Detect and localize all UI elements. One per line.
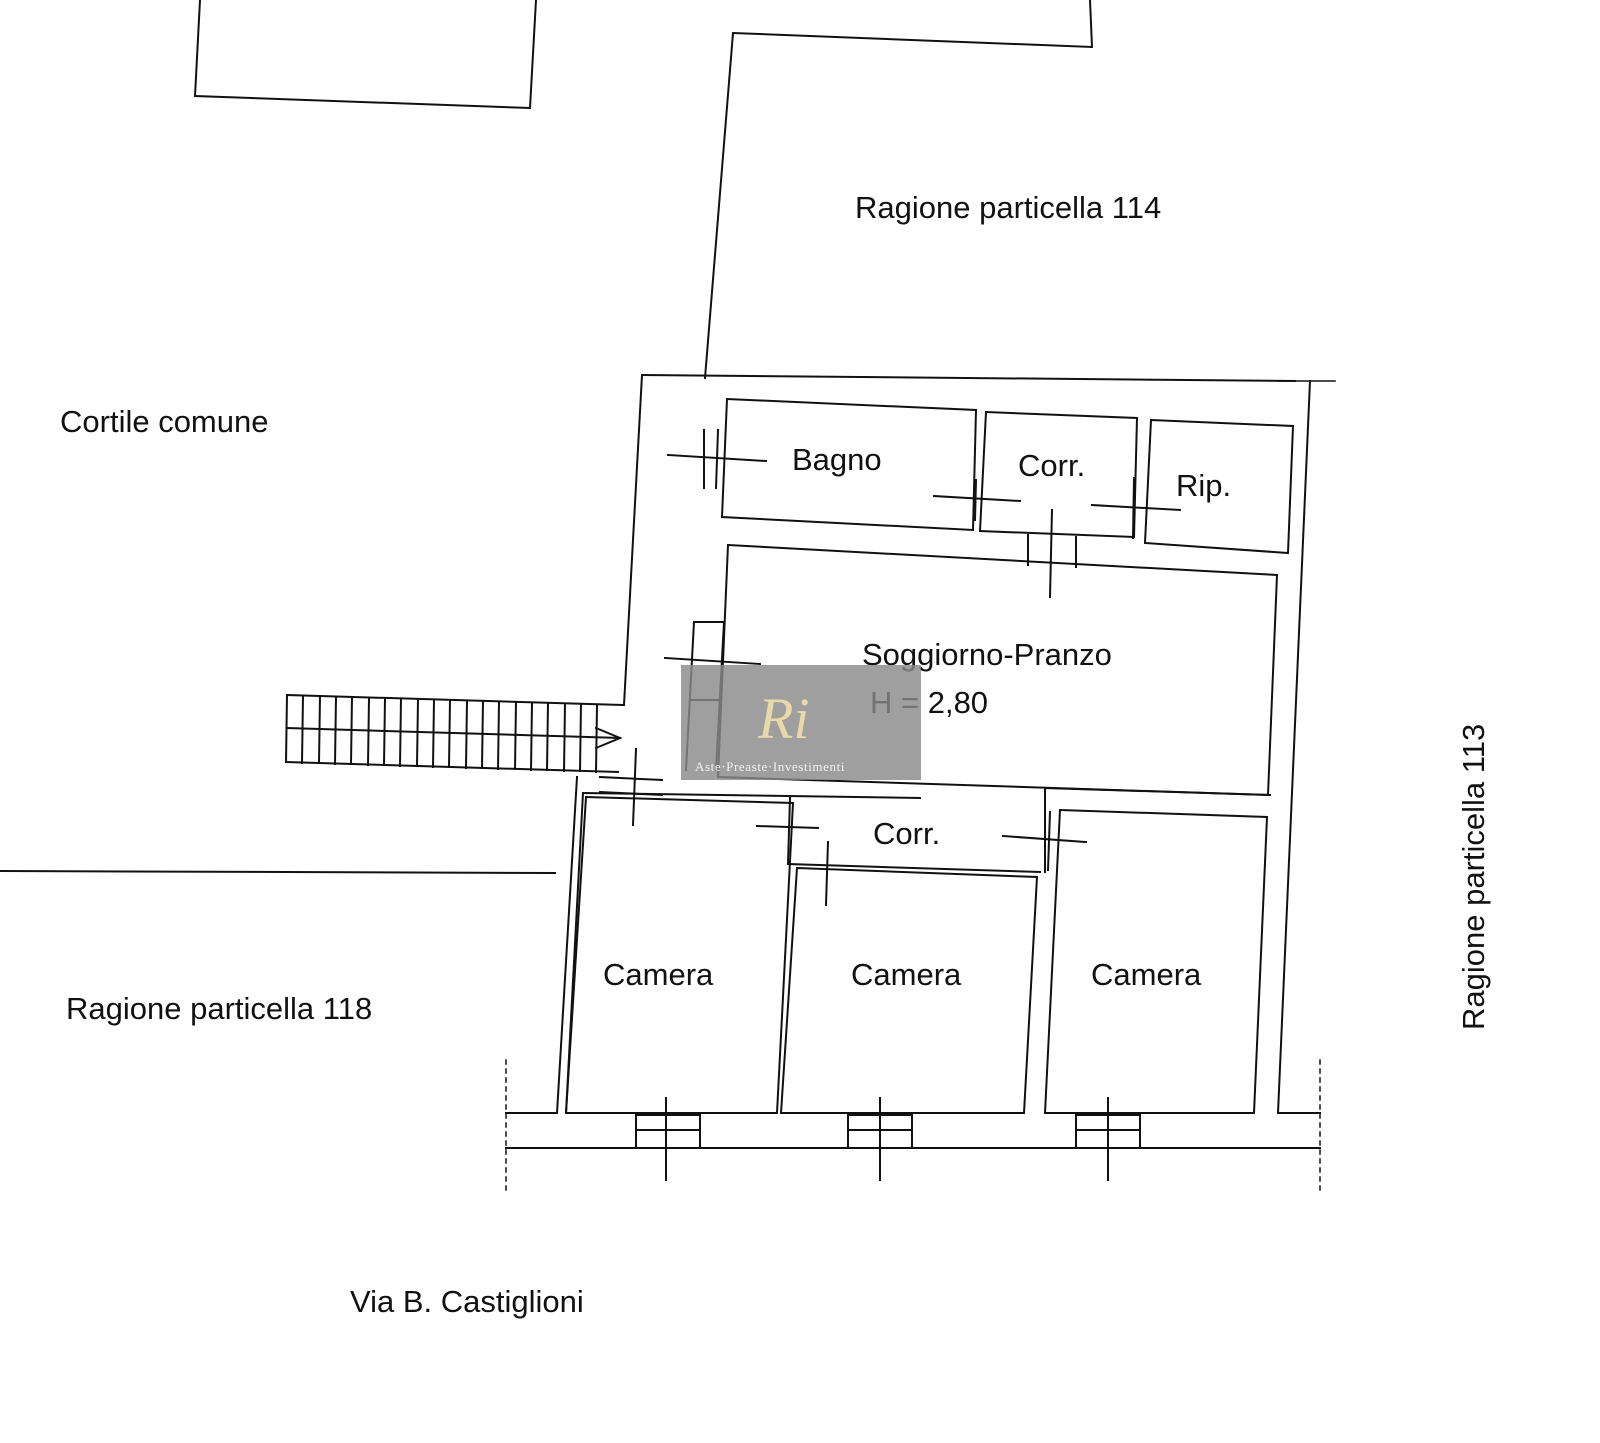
label-ragione-118: Ragione particella 118 — [66, 991, 372, 1026]
label-rip: Rip. — [1176, 468, 1231, 503]
watermark: Ri Aste·Preaste·Investimenti — [681, 665, 921, 780]
courtyard-boundary — [0, 869, 557, 875]
label-bagno: Bagno — [792, 442, 882, 477]
room-rip-walls — [1143, 418, 1295, 555]
label-cortile-comune: Cortile comune — [60, 404, 268, 439]
room-camera-2-walls — [779, 866, 1039, 1114]
label-via: Via B. Castiglioni — [350, 1284, 584, 1319]
watermark-logo: Ri — [757, 686, 810, 751]
label-ragione-114: Ragione particella 114 — [855, 190, 1161, 225]
room-camera-3-walls — [1043, 808, 1269, 1114]
label-corr-mid: Corr. — [873, 816, 940, 851]
neighbour-building-outline — [193, 0, 1094, 380]
label-camera-1: Camera — [603, 957, 714, 992]
room-bagno-walls — [720, 397, 978, 532]
watermark-text: Aste·Preaste·Investimenti — [695, 759, 845, 774]
label-corr-top: Corr. — [1018, 448, 1085, 483]
label-camera-2: Camera — [851, 957, 962, 992]
label-camera-3: Camera — [1091, 957, 1202, 992]
door-marks — [598, 428, 1182, 1181]
room-camera-1-walls — [564, 795, 795, 1114]
label-ragione-113: Ragione particella 113 — [1456, 724, 1491, 1030]
entrance-stair — [284, 693, 624, 774]
